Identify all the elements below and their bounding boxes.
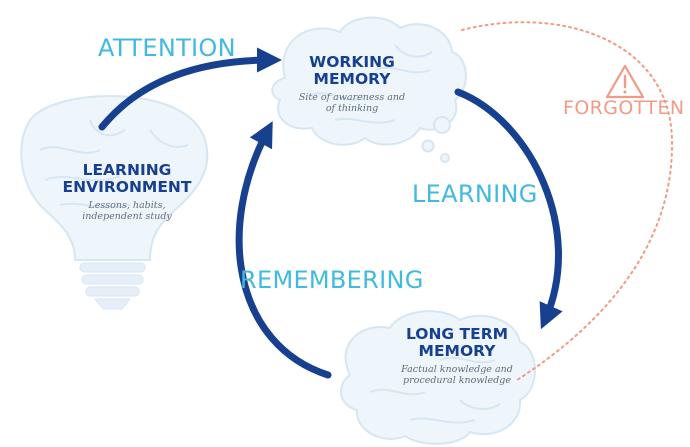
learning-environment-subtitle-line1: Lessons, habits, [88, 200, 166, 211]
working-memory-title-line2: MEMORY [313, 70, 391, 88]
learning-arrow [454, 88, 563, 330]
long-term-memory-title-line2: MEMORY [418, 342, 496, 360]
remembering-arrow [235, 121, 332, 379]
attention-label: ATTENTION [98, 34, 236, 62]
long-term-memory-subtitle-line2: procedural knowledge [403, 375, 511, 386]
brain-icon [340, 310, 536, 445]
thought-cloud-brain-icon [271, 16, 467, 163]
learning-environment-title-line2: ENVIRONMENT [62, 178, 192, 196]
lightbulb-brain-icon [20, 95, 209, 310]
learning-label: LEARNING [412, 180, 538, 208]
long-term-memory-node: LONG TERM MEMORY Factual knowledge and p… [382, 325, 532, 387]
working-memory-subtitle-line2: of thinking [325, 103, 379, 114]
learning-environment-node: LEARNING ENVIRONMENT Lessons, habits, in… [42, 161, 212, 223]
attention-arrow [98, 47, 283, 131]
long-term-memory-title-line1: LONG TERM [405, 325, 509, 343]
remembering-label: REMEMBERING [240, 266, 424, 294]
working-memory-subtitle-line1: Site of awareness and [298, 92, 406, 103]
working-memory-node: WORKING MEMORY Site of awareness and of … [282, 53, 422, 115]
learning-environment-title-line1: LEARNING [82, 161, 172, 179]
learning-environment-subtitle-line2: independent study [82, 211, 172, 222]
forgotten-label: FORGOTTEN [563, 97, 685, 119]
warning-triangle-icon [605, 64, 645, 99]
long-term-memory-subtitle-line1: Factual knowledge and [401, 364, 513, 375]
working-memory-title-line1: WORKING [309, 53, 395, 71]
